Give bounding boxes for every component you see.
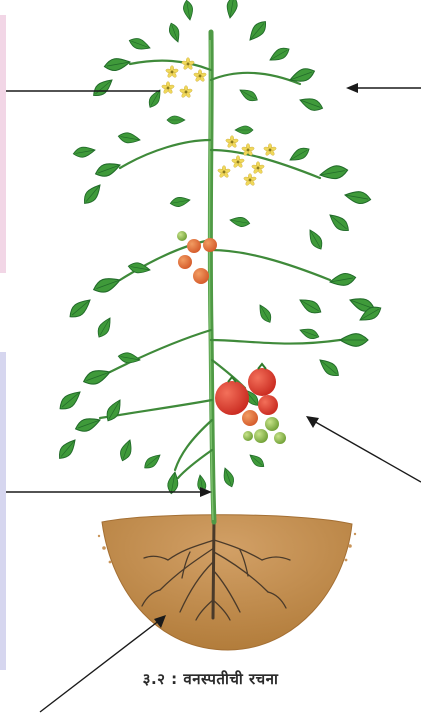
flower	[231, 156, 244, 169]
pointer-line-fruit	[312, 420, 421, 482]
tomato	[254, 429, 268, 443]
flower	[193, 70, 206, 83]
flower	[251, 162, 264, 175]
tomato	[274, 432, 286, 444]
tomato	[248, 368, 276, 396]
flower	[165, 66, 178, 79]
flower	[263, 144, 276, 157]
tomato	[193, 268, 209, 284]
flower	[181, 58, 194, 71]
soil-mound	[102, 515, 352, 650]
tomato	[177, 231, 187, 241]
flower	[225, 136, 238, 149]
side-band-pink	[0, 15, 6, 273]
arrowhead-fruit	[306, 416, 319, 428]
tomato	[243, 431, 253, 441]
tomato	[242, 410, 258, 426]
tomato	[178, 255, 192, 269]
tomato	[258, 395, 278, 415]
tomato	[203, 238, 217, 252]
leaves	[55, 0, 383, 495]
flower	[217, 166, 230, 179]
flower	[179, 86, 192, 99]
arrowhead-stem	[200, 487, 212, 497]
pointer-line-root	[40, 620, 160, 712]
figure-caption: ३.२ : वनस्पतीची रचना	[0, 669, 421, 689]
leaf	[225, 0, 239, 19]
tomato	[187, 239, 201, 253]
arrowhead-leaf	[346, 83, 358, 93]
tomato	[265, 417, 279, 431]
flower	[243, 174, 256, 187]
flower	[161, 82, 174, 95]
side-band-lavender	[0, 352, 6, 670]
tomato-cluster-lower	[215, 364, 286, 444]
tomato	[215, 381, 249, 415]
